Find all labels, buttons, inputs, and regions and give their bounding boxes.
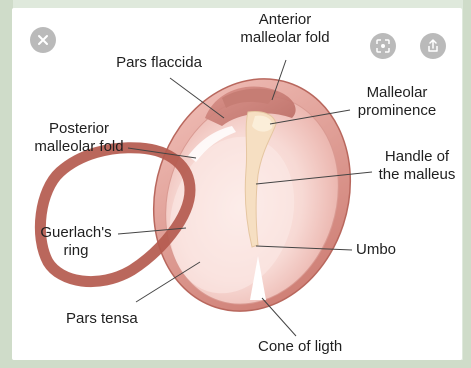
label-line: ring: [30, 242, 122, 260]
label-line: Posterior: [20, 120, 138, 138]
label-line: malleolar fold: [20, 138, 138, 156]
label-cone-of-light: Cone of ligth: [258, 338, 342, 356]
close-icon: [37, 34, 49, 46]
label-line: Guerlach's: [30, 224, 122, 242]
label-pars-flaccida: Pars flaccida: [104, 54, 214, 72]
label-line: Handle of: [372, 148, 462, 166]
lens-button[interactable]: [370, 33, 396, 59]
label-pars-tensa: Pars tensa: [66, 310, 138, 328]
label-posterior-malleolar-fold: Posterior malleolar fold: [20, 120, 138, 156]
label-guerlachs-ring: Guerlach's ring: [30, 224, 122, 260]
label-line: Malleolar: [346, 84, 448, 102]
share-button[interactable]: [420, 33, 446, 59]
share-icon: [426, 39, 440, 53]
label-line: Anterior: [230, 11, 340, 29]
label-line: prominence: [346, 102, 448, 120]
label-anterior-malleolar-fold: Anterior malleolar fold: [230, 11, 340, 47]
lens-icon: [376, 39, 390, 53]
label-handle-of-malleus: Handle of the malleus: [372, 148, 462, 184]
leader-cone: [262, 298, 296, 336]
label-malleolar-prominence: Malleolar prominence: [346, 84, 448, 120]
label-line: malleolar fold: [230, 29, 340, 47]
label-line: the malleus: [372, 166, 462, 184]
label-umbo: Umbo: [356, 241, 396, 259]
close-button[interactable]: [30, 27, 56, 53]
